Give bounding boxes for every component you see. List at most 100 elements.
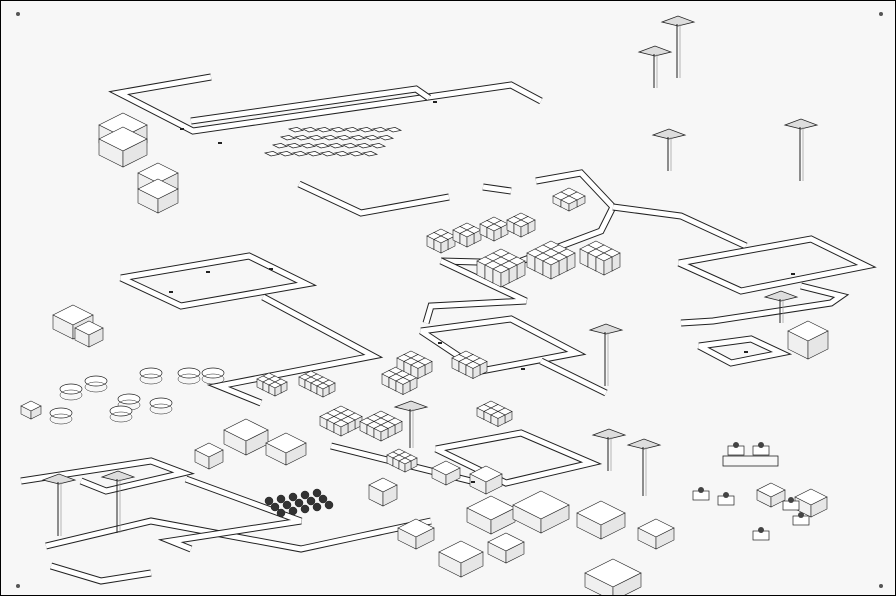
crate-stack	[316, 382, 330, 398]
parking-pad	[347, 151, 365, 157]
parking-pad	[327, 143, 345, 149]
crate-stack	[433, 235, 449, 254]
corner-marker	[16, 12, 20, 16]
crate-stack	[492, 264, 510, 288]
vehicle	[312, 488, 322, 498]
storage-tank	[84, 375, 108, 393]
building	[223, 418, 269, 456]
corner-marker	[879, 12, 883, 16]
vehicle	[324, 500, 334, 510]
vehicle	[264, 496, 274, 506]
marker	[206, 271, 210, 273]
building	[512, 490, 570, 534]
marker	[471, 481, 475, 483]
equipment	[792, 512, 810, 526]
marker	[180, 128, 184, 130]
light-pole	[651, 128, 687, 171]
walkway	[612, 203, 748, 250]
light-pole	[588, 323, 624, 386]
crate-stack	[465, 361, 481, 379]
storage-tank	[59, 383, 83, 401]
equipment	[752, 442, 770, 456]
tank	[20, 400, 42, 420]
parking-pad	[385, 127, 403, 133]
parking-pad	[357, 127, 375, 133]
building	[137, 178, 179, 214]
equipment	[717, 492, 735, 506]
building	[194, 442, 224, 470]
building	[787, 320, 829, 360]
parking-pad	[321, 135, 339, 141]
marker	[438, 342, 442, 344]
vehicle	[312, 502, 322, 512]
walkway	[422, 257, 528, 324]
marker	[269, 268, 273, 270]
vehicle	[288, 506, 298, 516]
building	[438, 540, 484, 578]
light-pole	[591, 428, 627, 471]
walkway	[539, 357, 608, 397]
parking-pad	[299, 143, 317, 149]
building	[637, 518, 675, 550]
storage-tank	[149, 397, 173, 415]
light-pole	[626, 438, 662, 496]
corner-marker	[16, 584, 20, 588]
storage-tank	[201, 367, 225, 385]
crate-stack	[490, 411, 506, 427]
parking-pad	[279, 135, 297, 141]
walkway	[20, 457, 196, 495]
parking-pad	[263, 151, 281, 157]
building	[469, 465, 503, 495]
walkway	[677, 235, 877, 295]
equipment	[782, 497, 800, 511]
building	[576, 500, 626, 540]
light-pole	[637, 45, 673, 88]
parking-pad	[343, 127, 361, 133]
building	[487, 532, 525, 564]
vehicle	[288, 492, 298, 502]
crate-stack	[486, 223, 502, 242]
vehicle	[270, 502, 280, 512]
crate-stack	[268, 381, 282, 397]
walkway	[206, 293, 384, 407]
building	[74, 320, 104, 348]
light-pole	[100, 470, 136, 533]
crate-stack	[395, 377, 411, 395]
building	[265, 432, 307, 466]
platform	[722, 455, 779, 467]
vehicle	[300, 490, 310, 500]
crate-stack	[459, 229, 475, 248]
building	[368, 477, 398, 507]
crate-stack	[513, 219, 529, 238]
walkway	[680, 282, 850, 327]
corner-marker	[879, 584, 883, 588]
storage-tank	[177, 367, 201, 385]
parking-pad	[335, 135, 353, 141]
parking-pad	[363, 135, 381, 141]
parking-pad	[355, 143, 373, 149]
building	[756, 482, 786, 508]
building	[466, 495, 516, 535]
crate-stack	[398, 457, 412, 473]
vehicle	[294, 498, 304, 508]
parking-pad	[305, 151, 323, 157]
walkway	[45, 517, 432, 553]
marker	[218, 142, 222, 144]
crate-stack	[333, 419, 349, 437]
parking-pad	[341, 143, 359, 149]
parking-pad	[349, 135, 367, 141]
parking-pad	[329, 127, 347, 133]
marker	[744, 351, 748, 353]
vehicle	[318, 494, 328, 504]
crate-stack	[560, 195, 578, 212]
walkway	[49, 562, 152, 585]
storage-tank	[139, 367, 163, 385]
parking-pad	[333, 151, 351, 157]
parking-pad	[319, 151, 337, 157]
parking-pad	[271, 143, 289, 149]
marker	[791, 273, 795, 275]
light-pole	[783, 118, 819, 181]
equipment	[692, 487, 710, 501]
